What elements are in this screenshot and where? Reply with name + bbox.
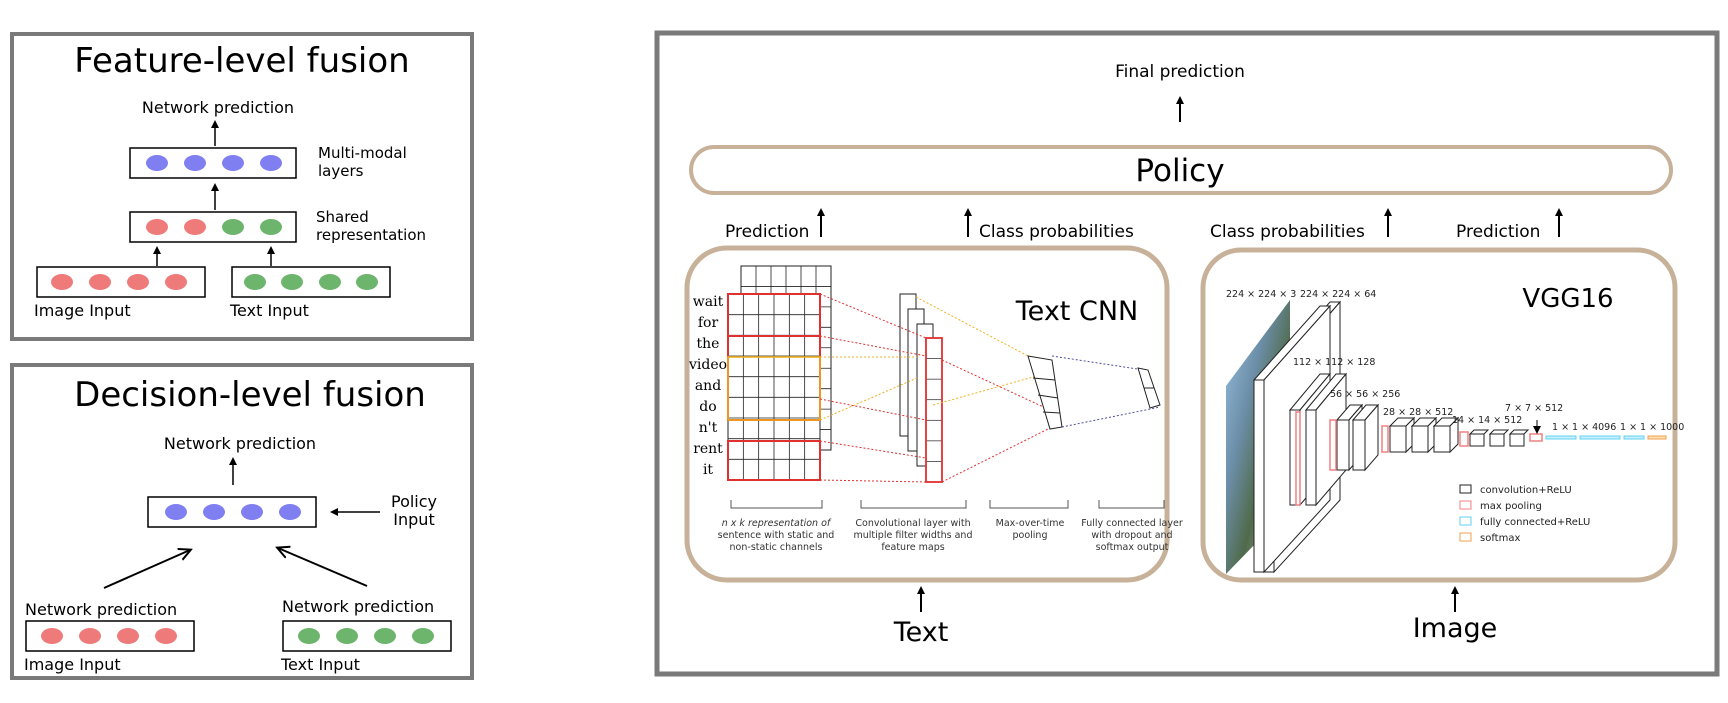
vgg-legend: convolution+ReLU max pooling fully conne… (1459, 484, 1590, 544)
caption-conv: multiple filter widths and (854, 530, 973, 541)
decision-text-input-label: Text Input (280, 655, 360, 674)
vgg16-module: VGG16 (1200, 247, 1684, 583)
decision-fusion-title: Decision-level fusion (74, 375, 426, 415)
decision-network-prediction-right: Network prediction (282, 597, 434, 616)
main-panel: Final prediction Policy Prediction Class… (654, 30, 1720, 677)
feature-fusion-panel: Feature-level fusion Network prediction … (10, 32, 474, 341)
decision-fusion-panel: Decision-level fusion Network prediction… (10, 363, 474, 680)
class-probabilities-right-label: Class probabilities (1210, 222, 1365, 242)
policy-input-line1: Policy (391, 492, 437, 511)
image-input-label: Image (1413, 613, 1498, 644)
word: video (688, 357, 727, 373)
dim-label: 28 × 28 × 512 (1383, 407, 1453, 418)
decision-network-prediction-left: Network prediction (25, 600, 177, 619)
vgg16-title: VGG16 (1522, 284, 1613, 314)
dim-label: 112 × 112 × 128 (1293, 357, 1375, 368)
caption-pool: pooling (1013, 530, 1048, 541)
fully-connected-layer (1137, 367, 1161, 409)
vgg-conv-block-5 (1468, 429, 1530, 447)
feature-image-input-label: Image Input (34, 301, 131, 320)
dim-label: 56 × 56 × 256 (1330, 389, 1400, 400)
vgg-conv-block-3 (1335, 403, 1380, 472)
conv-connections (819, 293, 1161, 483)
text-input-label: Text (893, 617, 949, 648)
dim-label: 224 × 224 × 64 (1300, 289, 1376, 300)
legend-label: convolution+ReLU (1480, 485, 1572, 496)
multimodal-label-line1: Multi-modal (318, 144, 407, 162)
policy-label: Policy (1135, 153, 1224, 189)
caption-fc: softmax output (1096, 542, 1169, 553)
text-cnn-module: Text CNN wait for the video and do n't (684, 245, 1183, 583)
final-prediction-label: Final prediction (1115, 62, 1245, 82)
policy-bar (689, 145, 1673, 195)
word: do (699, 399, 716, 415)
word: n't (699, 420, 718, 436)
decision-image-input-label: Image Input (24, 655, 121, 674)
word: it (703, 462, 713, 478)
vgg-fc-layer (1579, 435, 1621, 440)
vgg-maxpool (1459, 431, 1469, 447)
caption-pool: Max-over-time (996, 518, 1065, 529)
multimodal-label-line2: layers (318, 162, 364, 180)
dim-label: 1 × 1 × 1000 (1620, 422, 1684, 433)
dim-label: 224 × 224 × 3 (1226, 289, 1296, 300)
vgg-maxpool (1381, 425, 1389, 453)
conv-feature-maps (899, 293, 943, 483)
word: wait (693, 294, 724, 310)
caption-fc: Fully connected layer (1081, 518, 1183, 529)
class-probabilities-left-label: Class probabilities (979, 222, 1134, 242)
caption-embedding: non-static channels (730, 542, 823, 553)
caption-embedding: n x k representation of (722, 518, 832, 529)
decision-network-prediction-top: Network prediction (164, 434, 316, 453)
vgg-maxpool (1295, 411, 1301, 506)
prediction-right-label: Prediction (1456, 222, 1540, 242)
legend-label: max pooling (1480, 501, 1542, 512)
feature-network-prediction: Network prediction (142, 98, 294, 117)
feature-fusion-title: Feature-level fusion (74, 41, 409, 81)
policy-input-line2: Input (393, 510, 434, 529)
vgg-maxpool (1329, 419, 1337, 471)
vgg-maxpool (1529, 433, 1543, 442)
caption-embedding: sentence with static and (718, 530, 835, 541)
text-cnn-title: Text CNN (1015, 296, 1138, 327)
word: the (697, 336, 720, 352)
shared-label-line2: representation (316, 226, 426, 244)
dim-label: 14 × 14 × 512 (1452, 415, 1522, 426)
dim-label: 1 × 1 × 4096 (1552, 422, 1616, 433)
vgg-conv-block-2 (1288, 372, 1348, 507)
vgg-softmax-layer (1647, 435, 1667, 440)
caption-conv: feature maps (881, 542, 944, 553)
shared-label-line1: Shared (316, 208, 369, 226)
vgg-fc-layer (1623, 435, 1645, 440)
prediction-left-label: Prediction (725, 222, 809, 242)
dim-label: 7 × 7 × 512 (1505, 403, 1563, 414)
word: and (695, 378, 721, 394)
feature-text-input-label: Text Input (229, 301, 309, 320)
max-pool-layer (1027, 355, 1063, 430)
vgg-fc-layer (1545, 435, 1577, 440)
word: rent (693, 441, 723, 457)
sentence-words: wait for the video and do n't rent it (688, 294, 727, 478)
vgg-conv-block-4 (1388, 416, 1460, 454)
legend-label: fully connected+ReLU (1480, 517, 1590, 528)
legend-label: softmax (1480, 533, 1520, 544)
word: for (698, 315, 719, 331)
caption-fc: with dropout and (1091, 530, 1172, 541)
caption-conv: Convolutional layer with (855, 518, 970, 529)
